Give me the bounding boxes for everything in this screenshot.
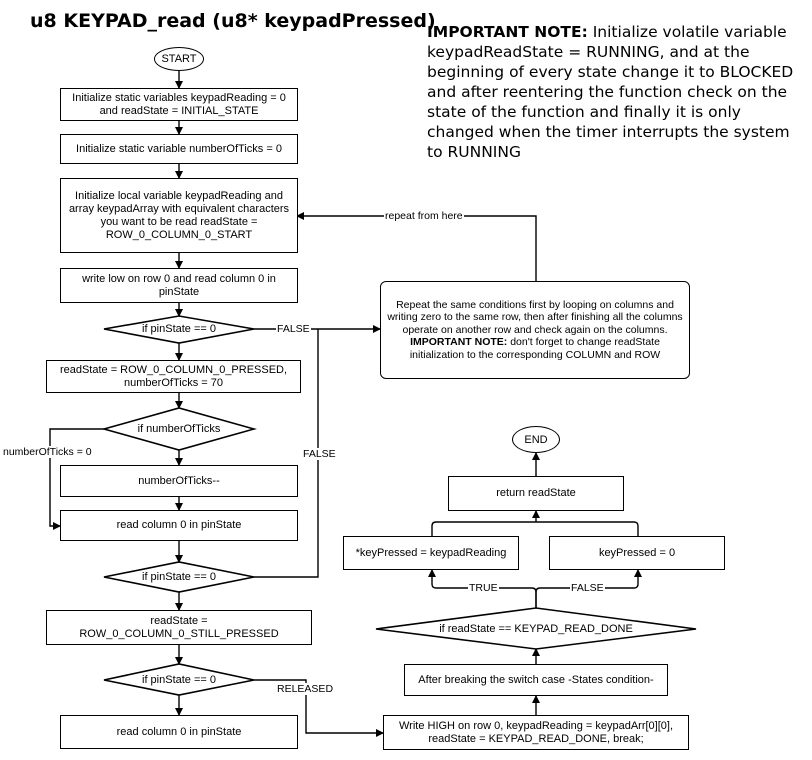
- decision-ticks: if numberOfTicks: [137, 423, 221, 435]
- label-repeat-from-here: repeat from here: [384, 210, 464, 222]
- label-false-1: FALSE: [276, 323, 311, 335]
- label-false-2: FALSE: [302, 448, 337, 460]
- init-ticks-box: Initialize static variable numberOfTicks…: [60, 134, 298, 164]
- after-break-box: After breaking the switch case -States c…: [404, 664, 668, 696]
- return-box: return readState: [448, 476, 624, 511]
- repeat-note-heading: IMPORTANT NOTE:: [410, 336, 508, 349]
- decision-shape-pin-1: [103, 315, 255, 344]
- key-false-box: keyPressed = 0: [549, 536, 725, 570]
- end-terminal: END: [512, 426, 560, 453]
- init-local-box: Initialize local variable keypadReading …: [60, 178, 298, 253]
- set-pressed-box: readState = ROW_0_COLUMN_0_PRESSED, numb…: [46, 360, 301, 393]
- label-true: TRUE: [468, 582, 499, 594]
- write-low-box: write low on row 0 and read column 0 in …: [60, 268, 298, 303]
- decision-shape-done: [375, 607, 697, 650]
- label-false-3: FALSE: [570, 582, 605, 594]
- note-text: Initialize volatile variable keypadReadS…: [427, 23, 794, 161]
- important-note: IMPORTANT NOTE: Initialize volatile vari…: [427, 22, 802, 162]
- label-released: RELEASED: [276, 683, 335, 695]
- decision-pin-3: if pinState == 0: [142, 674, 216, 686]
- decision-shape-ticks: [101, 407, 257, 451]
- diagram-title: u8 KEYPAD_read (u8* keypadPressed): [30, 10, 436, 32]
- decision-shape-pin-3: [103, 663, 255, 696]
- start-terminal: START: [154, 47, 204, 71]
- write-high-box: Write HIGH on row 0, keypadReading = key…: [383, 715, 689, 750]
- read-col-box-1: read column 0 in pinState: [60, 510, 298, 541]
- decision-done: if readState == KEYPAD_READ_DONE: [439, 623, 633, 635]
- decision-shape-pin-2: [103, 561, 255, 593]
- repeat-text: Repeat the same conditions first by loop…: [387, 298, 683, 336]
- read-col-box-2: read column 0 in pinState: [60, 715, 298, 749]
- dec-ticks-box: numberOfTicks--: [60, 465, 298, 497]
- repeat-box: Repeat the same conditions first by loop…: [380, 281, 690, 379]
- note-heading: IMPORTANT NOTE:: [427, 23, 588, 41]
- decision-pin-2: if pinState == 0: [142, 571, 216, 583]
- repeat-note-text: don't forget to change readState initial…: [409, 336, 661, 361]
- key-true-box: *keyPressed = keypadReading: [343, 536, 519, 570]
- decision-pin-1: if pinState == 0: [142, 323, 216, 335]
- label-ticks-zero: numberOfTicks = 0: [2, 446, 93, 458]
- init-static-box: Initialize static variables keypadReadin…: [60, 88, 298, 121]
- set-still-box: readState = ROW_0_COLUMN_0_STILL_PRESSED: [46, 610, 312, 645]
